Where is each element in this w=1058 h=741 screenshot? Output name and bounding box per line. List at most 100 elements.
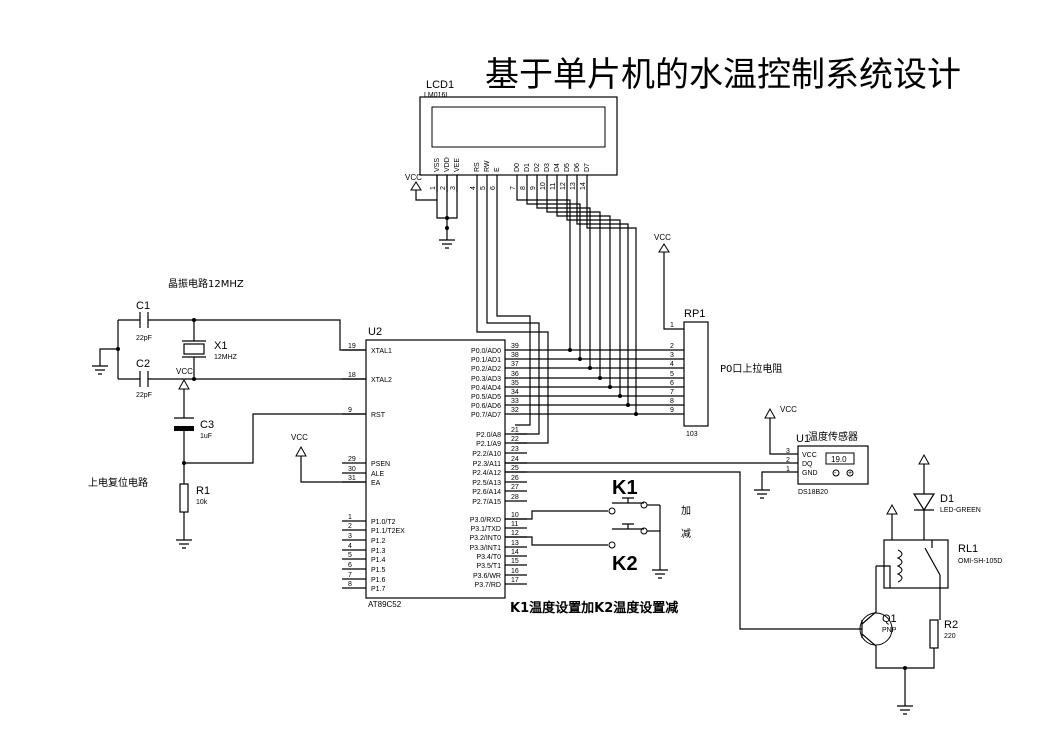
- mcu-left-pin-number: 6: [348, 562, 352, 569]
- mcu-right-pin-name: P2.2/A10: [472, 451, 501, 458]
- mcu-right-pin-number: 21: [511, 427, 519, 434]
- mcu-left-pin-number: 29: [348, 456, 356, 463]
- add-label: 加: [681, 505, 691, 517]
- mcu-left-pin-number: 2: [348, 523, 352, 530]
- mcu-right-pin-name: P0.0/AD0: [471, 348, 501, 355]
- mcu-right-pin-number: 14: [511, 549, 519, 556]
- mcu-right-pin-number: 22: [511, 436, 519, 443]
- sub-label: 减: [681, 528, 691, 540]
- reset-vcc-label: VCC: [176, 367, 193, 376]
- lcd-vcc-label: VCC: [405, 173, 422, 182]
- mcu-right-pin-number: 33: [511, 398, 519, 405]
- rp1-ref: RP1: [684, 308, 705, 320]
- rp1-pin-number: 6: [670, 380, 674, 387]
- k1-contact-left[interactable]: [608, 507, 616, 515]
- mcu-body: [365, 339, 506, 599]
- mcu-right-pin-number: 32: [511, 407, 519, 414]
- lcd-pin-number: 1: [430, 186, 437, 190]
- data-line: [516, 192, 571, 350]
- r1-value: 10k: [196, 499, 208, 506]
- mcu-right-pin-name: P3.2/INT0: [469, 535, 501, 542]
- lcd-pin-number: 10: [540, 182, 547, 190]
- lcd-pin-number: 3: [450, 186, 457, 190]
- sensor-pin-number: 1: [786, 466, 790, 473]
- key-circuit: K1 K2 加 减 K1温度设置加K2温度设置减: [505, 477, 691, 616]
- k2-label: K2: [612, 553, 638, 575]
- mcu-left-pin-number: 1: [348, 514, 352, 521]
- r2-ref: R2: [944, 619, 958, 631]
- rl1-ref: RL1: [958, 543, 978, 555]
- c3-ref: C3: [200, 419, 214, 431]
- rp1-pin-number: 7: [670, 389, 674, 396]
- mcu-right-pin-name: P3.6/WR: [473, 573, 501, 580]
- sensor-model: DS18B20: [798, 489, 828, 496]
- mcu-left-pin-number: 4: [348, 543, 352, 550]
- mcu-right-pin-name: P2.3/A11: [473, 461, 501, 468]
- q1-ref: Q1: [882, 613, 897, 625]
- sensor-body: [797, 445, 869, 485]
- sensor-pin-number: 3: [786, 448, 790, 455]
- mcu-right-pin-number: 34: [511, 389, 519, 396]
- c3-value: 1uF: [200, 433, 212, 440]
- rp1-body: [683, 321, 709, 427]
- mcu-right-pin-name: P2.7/A15: [472, 499, 501, 506]
- mcu-right-pin-number: 26: [511, 475, 519, 482]
- mcu-right-pin-name: P0.7/AD7: [471, 412, 501, 419]
- mcu-right-pin-number: 13: [511, 540, 519, 547]
- mcu-left-pin-number: 18: [348, 372, 356, 379]
- lcd-pin-number: 7: [510, 186, 517, 190]
- sensor-pin-number: 2: [786, 457, 790, 464]
- mcu-right-pin-number: 16: [511, 568, 519, 575]
- lcd-pin-name: RS: [474, 162, 481, 172]
- mcu-right-pin-number: 24: [511, 456, 519, 463]
- mcu-right-pin-number: 36: [511, 371, 519, 378]
- mcu-ref: U2: [368, 326, 382, 338]
- svg-text:-: -: [834, 470, 837, 477]
- d1-ref: D1: [940, 493, 954, 505]
- mcu-right-pin-name: P0.1/AD1: [471, 357, 501, 364]
- mcu-left-pin-name: P1.1/T2EX: [371, 528, 405, 535]
- q1-value: PNP: [882, 627, 897, 634]
- rp1-pin-number: 2: [670, 343, 674, 350]
- mcu-right-pin-name: P3.1/TXD: [471, 526, 501, 533]
- crystal-circuit: 晶振电路12MHZ C1 22pF C2 22pF X1 12MHZ: [92, 277, 366, 399]
- lcd-pin-number: 9: [530, 186, 537, 190]
- mcu-left-pin-number: 9: [348, 407, 352, 414]
- lcd-pin-name: VDD: [444, 157, 451, 172]
- sensor-reading: 19.0: [831, 455, 847, 464]
- k2-contact-left[interactable]: [608, 541, 616, 549]
- c2-value: 22pF: [136, 392, 152, 399]
- lcd-pin-number: 5: [480, 186, 487, 190]
- sensor-label: 温度传感器: [808, 430, 858, 443]
- lcd-pin-number: 6: [490, 186, 497, 190]
- data-line: [546, 192, 601, 378]
- mcu-left-pin-number: 30: [348, 466, 356, 473]
- lcd-module: LCD1 LM016L VSS1VDD2VEE3RS4RW5E6D07D18D2…: [419, 79, 618, 192]
- mcu-right-pin-name: P3.7/RD: [475, 582, 501, 589]
- sensor-display: [825, 452, 855, 465]
- data-line: [526, 192, 581, 359]
- keys-caption: K1温度设置加K2温度设置减: [510, 600, 678, 616]
- mcu-right-pin-number: 38: [511, 352, 519, 359]
- ea-vcc-label: VCC: [291, 433, 308, 442]
- mcu-left-pin-name: XTAL2: [371, 377, 392, 384]
- lcd-pin-name: RW: [484, 160, 491, 172]
- rl1-value: OMI-SH-105D: [958, 558, 1002, 565]
- diagram-title: 基于单片机的水温控制系统设计: [485, 55, 961, 95]
- mcu-right-pin-number: 27: [511, 484, 519, 491]
- lcd-pin-number: 11: [550, 183, 557, 190]
- mcu-right-pin-number: 12: [511, 530, 519, 537]
- rp1-label: P0口上拉电阻: [720, 362, 782, 375]
- mcu-right-pin-number: 11: [511, 521, 518, 528]
- lcd-pin-number: 2: [440, 186, 447, 190]
- mcu-right-pin-number: 10: [511, 512, 519, 519]
- mcu-model: AT89C52: [368, 600, 402, 609]
- crystal-section-label: 晶振电路12MHZ: [168, 277, 244, 290]
- c1-value: 22pF: [136, 335, 152, 342]
- rp1-pin-number: 8: [670, 398, 674, 405]
- mcu-right-pin-number: 39: [511, 343, 519, 350]
- lcd-pin-name: D2: [534, 163, 541, 172]
